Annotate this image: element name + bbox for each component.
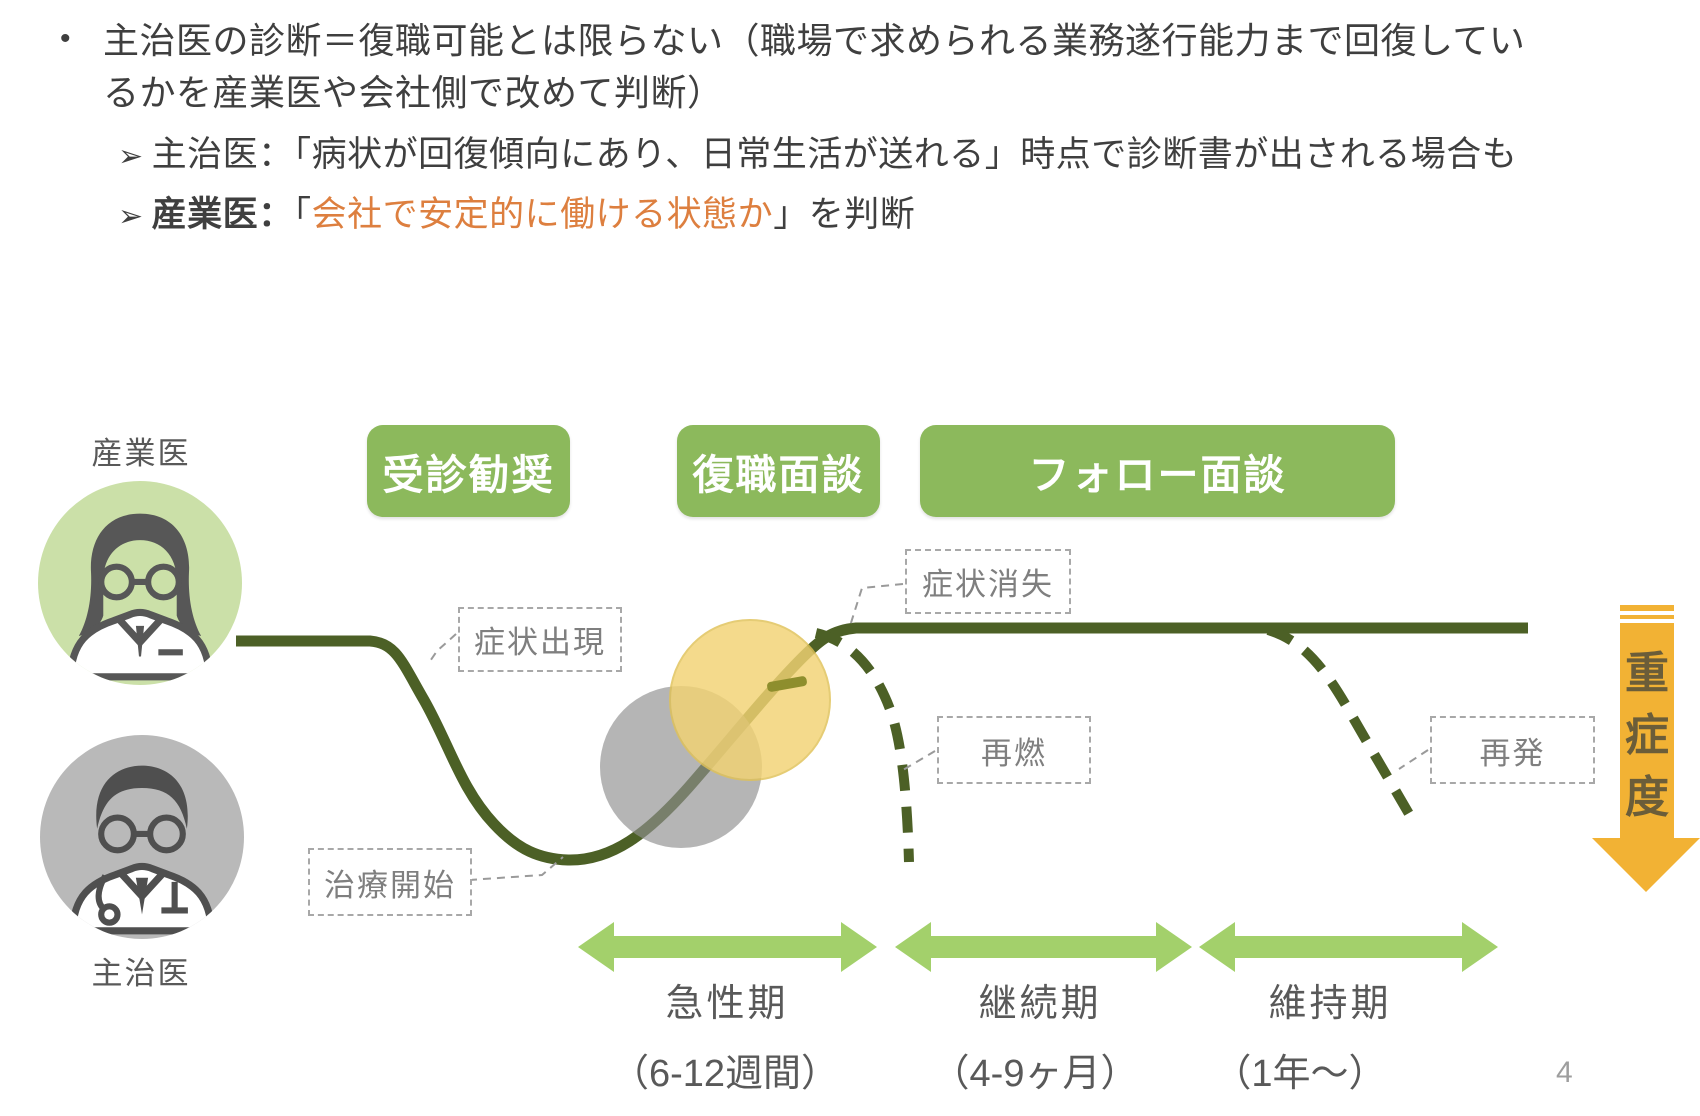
phase-arrow-continuation — [895, 922, 1192, 972]
stage-button-consultation-recommendation: 受診勧奨 — [367, 425, 570, 517]
note-sub1-text: 「病状が回復傾向にあり、日常生活が送れる」時点で診断書が出される場合も — [293, 135, 1518, 174]
phase-duration-acute: （6-12週間） — [610, 1053, 840, 1095]
phase-name-acute: 急性期 — [665, 983, 789, 1025]
leader-recurrence — [1398, 749, 1429, 770]
phase-name-maintenance: 維持期 — [1268, 983, 1392, 1025]
attending-doctor-avatar — [40, 735, 244, 939]
note-sub1: ➢主治医：「病状が回復傾向にあり、日常生活が送れる」時点で診断書が出される場合も — [118, 126, 1517, 177]
stage-button-return-interview: 復職面談 — [677, 425, 880, 517]
severity-char: 症 — [1625, 711, 1669, 760]
note-main-line1: 主治医の診断＝復職可能とは限らない（職場で求められる業務遂行能力まで回復してい — [103, 20, 1526, 61]
event-label-symptom-onset: 症状出現 — [458, 607, 622, 672]
event-label-recurrence: 再発 — [1430, 716, 1595, 784]
severity-axis-label: 重 症 度 — [1618, 652, 1676, 820]
event-label-symptom-gone: 症状消失 — [905, 549, 1071, 614]
bullet-marker: • — [60, 22, 71, 55]
note-main-line2: るかを産業医や会社側で改めて判断） — [103, 72, 724, 113]
severity-char: 重 — [1625, 649, 1669, 698]
note-sub2-suffix: を判断 — [808, 195, 916, 234]
relapse-dashed-branch — [814, 628, 914, 863]
phase-name-continuation: 継続期 — [978, 983, 1102, 1025]
severity-arrow-stripe — [1620, 611, 1674, 615]
recurrence-dashed-branch — [1266, 625, 1421, 829]
page-number: 4 — [1556, 1056, 1573, 1089]
actor-label-occupational-doctor: 産業医 — [91, 436, 191, 471]
severity-arrow-head — [1592, 838, 1700, 892]
stage-button-follow-interview: フォロー面談 — [920, 425, 1395, 517]
event-label-relapse: 再燃 — [937, 716, 1091, 784]
olive-dash-mark — [767, 676, 807, 692]
event-label-treatment-start: 治療開始 — [308, 848, 472, 916]
phase-arrow-maintenance — [1199, 922, 1498, 972]
leader-symptom-onset — [427, 633, 457, 665]
note-sub2-quote-close: 」 — [773, 195, 809, 234]
leader-relapse — [902, 750, 936, 771]
note-sub2-highlight: 会社で安定的に働ける状態か — [311, 195, 774, 234]
severity-curve — [236, 622, 1528, 866]
female-doctor-icon — [67, 513, 213, 681]
note-sub2-label: 産業医： — [151, 195, 294, 234]
severity-arrow-shaft — [1620, 605, 1674, 839]
phase-duration-continuation: （4-9ヶ月） — [931, 1053, 1139, 1095]
return-to-work-zone-circle — [669, 619, 831, 781]
severity-char: 度 — [1625, 773, 1669, 822]
phase-arrow-acute — [578, 922, 877, 972]
note-sub2: ➢産業医：「会社で安定的に働ける状態か」を判断 — [118, 186, 915, 237]
actor-label-attending-doctor: 主治医 — [91, 956, 191, 991]
leader-symptom-gone — [849, 583, 904, 627]
male-doctor-icon — [69, 765, 215, 935]
occupational-doctor-avatar — [38, 481, 242, 685]
note-sub1-label: 主治医： — [151, 135, 294, 174]
phase-duration-maintenance: （1年〜） — [1213, 1053, 1387, 1095]
arrow-bullet-icon: ➢ — [118, 140, 144, 173]
leader-treatment-start — [468, 856, 564, 881]
severity-arrow-stripe — [1620, 619, 1674, 623]
note-sub2-quote-open: 「 — [293, 195, 312, 234]
arrow-bullet-icon: ➢ — [118, 200, 144, 233]
